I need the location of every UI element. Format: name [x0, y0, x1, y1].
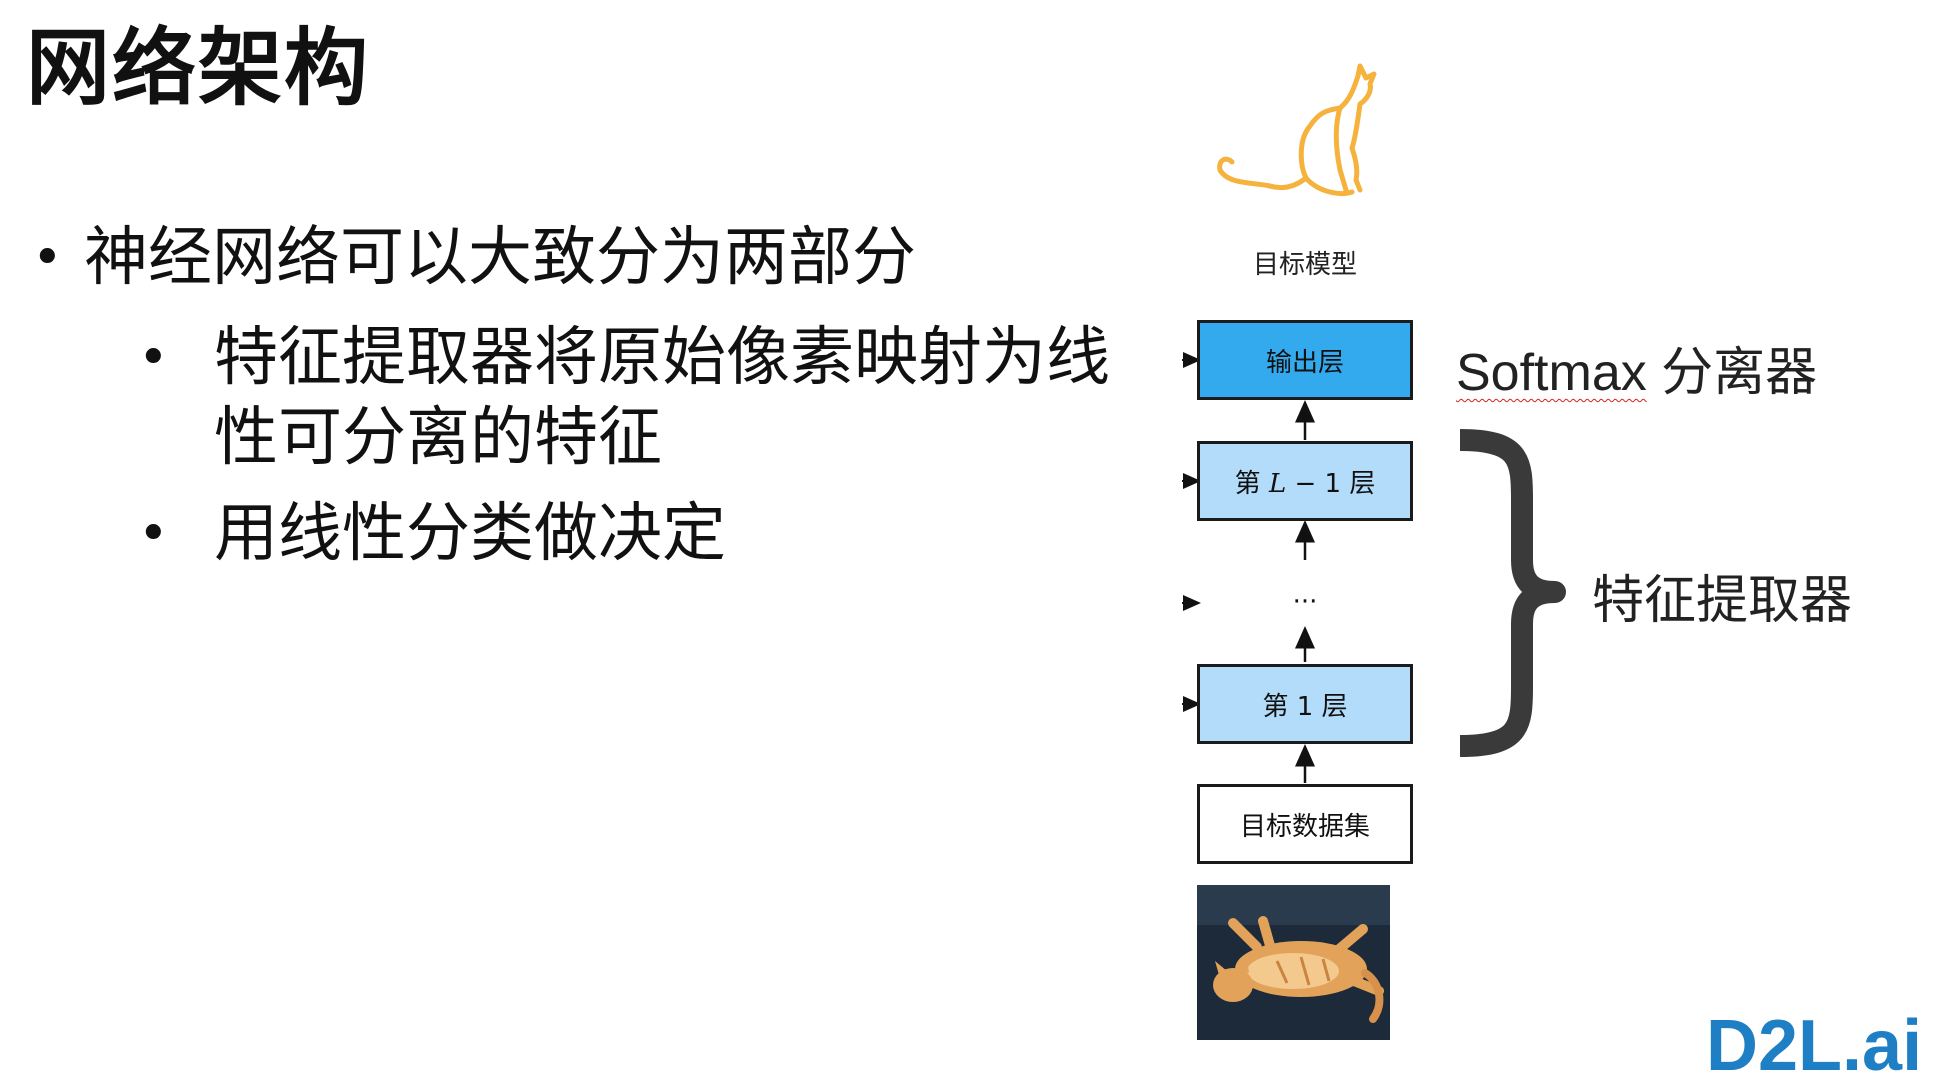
target-dataset-label: 目标数据集 — [1239, 811, 1370, 842]
layer-l-minus-1-label: 第 L − 1 层 — [1234, 468, 1376, 499]
target-model-label: 目标模型 — [1252, 250, 1357, 280]
layer-1-label: 第 1 层 — [1262, 691, 1348, 722]
bullet-marker: • — [32, 228, 63, 288]
softmax-word: Softmax — [1456, 344, 1647, 402]
bullet-item: • 特征提取器将原始像素映射为线性可分离的特征 — [138, 318, 1114, 478]
bullet-item: • 神经网络可以大致分为两部分 — [32, 218, 916, 298]
input-arrows — [1182, 352, 1201, 712]
softmax-classifier-label: Softmax 分离器 — [1456, 330, 1817, 405]
cat-icon — [1217, 63, 1377, 196]
target-dataset-box: 目标数据集 — [1197, 784, 1413, 864]
feature-extractor-label: 特征提取器 — [1592, 571, 1853, 631]
d2l-logo: D2L.ai — [1706, 1006, 1923, 1086]
slide-title: 网络架构 — [26, 19, 371, 117]
network-diagram — [1182, 63, 1566, 783]
brace-icon — [1459, 429, 1566, 757]
bullet-text: 用线性分类做决定 — [214, 497, 726, 571]
bullet-text: 特征提取器将原始像素映射为线性可分离的特征 — [214, 321, 1110, 475]
bullet-marker: • — [138, 328, 169, 388]
bullet-item: • 用线性分类做决定 — [138, 494, 726, 574]
layer-1-box: 第 1 层 — [1197, 664, 1413, 744]
softmax-rest: 分离器 — [1646, 344, 1818, 402]
layers-ellipsis: ··· — [1292, 587, 1318, 617]
bullet-marker: • — [138, 504, 169, 564]
bullet-text: 神经网络可以大致分为两部分 — [84, 221, 916, 295]
output-layer-box: 输出层 — [1197, 320, 1413, 400]
layer-l-minus-1-box: 第 L − 1 层 — [1197, 441, 1413, 521]
output-layer-label: 输出层 — [1265, 347, 1344, 378]
cat-photo — [1197, 885, 1390, 1040]
